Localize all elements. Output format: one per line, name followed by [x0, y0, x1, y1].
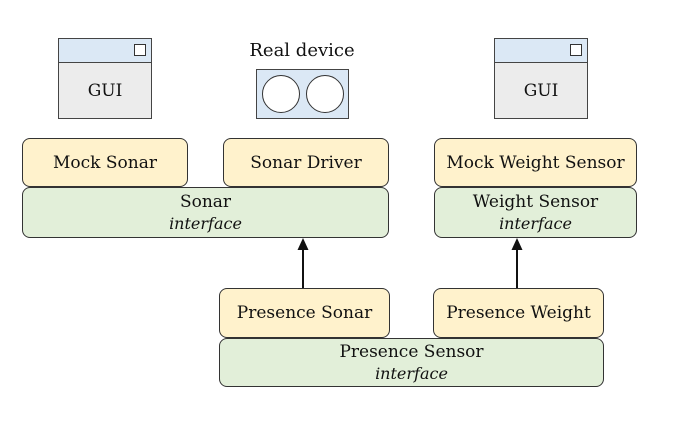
gui-window-left: GUI: [58, 38, 152, 119]
sonar-interface-name: Sonar: [179, 191, 232, 212]
arrowhead-sonar: [297, 238, 309, 250]
presence-sensor-interface-name: Presence Sensor: [339, 341, 484, 362]
presence-sensor-interface-kind: interface: [375, 363, 448, 383]
window-titlebar: [59, 39, 151, 63]
sonar-device-icon: [256, 69, 349, 119]
mock-sonar-label: Mock Sonar: [53, 152, 157, 173]
sonar-driver-label: Sonar Driver: [250, 152, 362, 173]
sonar-lens-left: [262, 75, 300, 113]
weight-sensor-interface-name: Weight Sensor: [472, 191, 599, 212]
presence-weight-label: Presence Weight: [446, 303, 591, 323]
presence-sensor-interface-box: Presence Sensor interface: [219, 338, 604, 387]
real-device-title: Real device: [249, 40, 355, 61]
presence-sonar-label: Presence Sonar: [236, 303, 373, 323]
sonar-driver-box: Sonar Driver: [223, 138, 389, 187]
weight-sensor-interface-box: Weight Sensor interface: [434, 187, 637, 238]
gui-window-right: GUI: [494, 38, 588, 119]
gui-label: GUI: [87, 80, 123, 101]
window-maximize-icon: [570, 44, 582, 56]
presence-weight-box: Presence Weight: [433, 288, 604, 338]
gui-label: GUI: [523, 80, 559, 101]
mock-weight-sensor-label: Mock Weight Sensor: [446, 152, 625, 173]
sonar-interface-kind: interface: [169, 213, 242, 233]
weight-sensor-interface-kind: interface: [499, 213, 572, 233]
mock-sonar-box: Mock Sonar: [22, 138, 188, 187]
window-titlebar: [495, 39, 587, 63]
arrowhead-weight-sensor: [511, 238, 523, 250]
presence-sonar-box: Presence Sonar: [219, 288, 390, 338]
sonar-interface-box: Sonar interface: [22, 187, 389, 238]
mock-weight-sensor-box: Mock Weight Sensor: [434, 138, 637, 187]
window-maximize-icon: [134, 44, 146, 56]
sonar-lens-right: [306, 75, 344, 113]
